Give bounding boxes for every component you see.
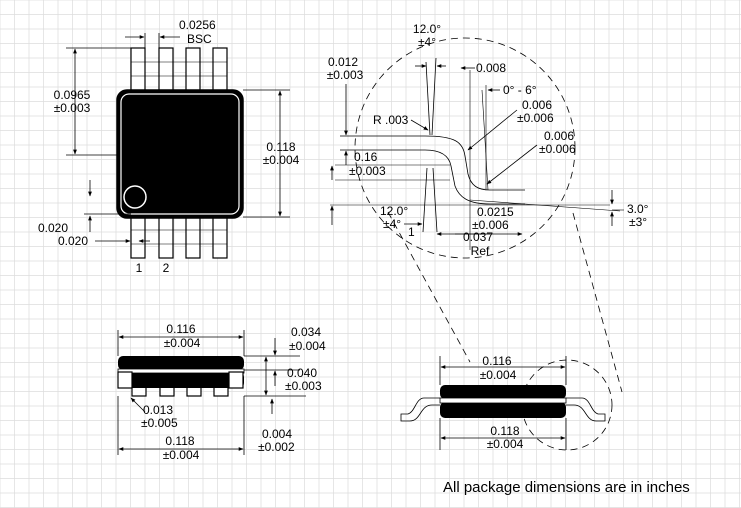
pitch-note: BSC: [187, 32, 212, 46]
radius-b-tol: ±0.006: [539, 142, 576, 156]
footprint-value: 0.037: [463, 230, 493, 244]
lead-thickness-value: 0.012: [328, 55, 358, 69]
front-height-tol: ±0.003: [285, 379, 322, 393]
side-detail-circle: [521, 359, 613, 451]
side-lead-right: [566, 397, 606, 422]
front-body-bottom: [118, 372, 244, 388]
angle-bottom-value: 12.0°: [380, 204, 408, 218]
bottom-pin: [158, 213, 174, 259]
body-width-value: 0.118: [266, 140, 295, 154]
pin1-label: 1: [136, 261, 143, 275]
lead-detail-view: 12.0° ±4° 0.012 ±0.003 0.008 0° - 6° R .…: [327, 22, 649, 393]
pin-width-value: 0.020: [38, 221, 68, 235]
front-standoff-value: 0.004: [262, 427, 292, 441]
top-pin: [158, 47, 174, 93]
side-overall-value: 0.118: [490, 424, 519, 438]
gap-value: 0.008: [476, 61, 506, 75]
bottom-pin: [130, 213, 146, 259]
top-pin: [130, 47, 146, 93]
front-body-length-value: 0.116: [166, 322, 195, 336]
package-body: [116, 89, 244, 219]
standoff-value: 0.16: [354, 150, 378, 164]
pin-length-tol: ±0.003: [54, 101, 91, 115]
bottom-pin: [185, 213, 201, 259]
front-view: 0.116 ±0.004 0.034 ±0.004 0.040 ±0.003 0…: [117, 322, 326, 462]
front-thickness-tol: ±0.004: [289, 339, 326, 353]
angle-top-value: 12.0°: [413, 22, 441, 36]
lead-profile-upper: [340, 135, 525, 191]
side-overall-tol: ±0.004: [487, 437, 524, 451]
side-lead-left: [400, 397, 440, 422]
side-body-length-value: 0.116: [482, 354, 511, 368]
lead-width-value: 0.013: [143, 403, 173, 417]
units-note: All package dimensions are in inches: [443, 479, 690, 496]
pin2-label: 2: [163, 261, 170, 275]
pin-length-value: 0.0965: [54, 88, 91, 102]
seat-angle-value: 3.0°: [627, 202, 649, 216]
detail-circle: [354, 37, 576, 259]
side-body-length-tol: ±0.004: [480, 368, 517, 382]
radius-b-value: 0.006: [544, 129, 574, 143]
lead-profile-lower: [340, 149, 525, 205]
angle-bottom-tol: ±4°: [383, 217, 401, 231]
side-body-bottom: [440, 402, 566, 418]
pin-gap-value: 0.020: [58, 234, 88, 248]
lead-angle-value: 0° - 6°: [503, 83, 537, 97]
pitch-value: 0.0256: [179, 18, 216, 32]
lead-thickness-tol: ±0.003: [327, 68, 364, 82]
front-lead-band: [117, 368, 245, 374]
bottom-pin: [212, 213, 228, 259]
radius-value: R .003: [373, 113, 409, 127]
seat-angle-tol: ±3°: [629, 215, 647, 229]
foot-length-tol: ±0.006: [472, 218, 509, 232]
angle-top-tol: ±4°: [418, 35, 436, 49]
side-view: 0.116 ±0.004 0.118 ±0.004: [400, 354, 613, 451]
front-standoff-tol: ±0.002: [258, 440, 295, 454]
top-pin: [185, 47, 201, 93]
lead-width-tol: ±0.005: [141, 416, 178, 430]
angle-bottom-suffix: 1: [408, 225, 415, 239]
front-thickness-value: 0.034: [291, 325, 321, 339]
foot-length-value: 0.0215: [477, 205, 514, 219]
footprint-note: Ref: [471, 244, 490, 258]
radius-a-tol: ±0.006: [517, 111, 554, 125]
front-body-top: [118, 356, 244, 370]
front-overall-value: 0.118: [165, 434, 194, 448]
top-pin: [212, 47, 228, 93]
package-body-edge: [120, 93, 240, 215]
body-width-tol: ±0.004: [263, 153, 300, 167]
standoff-tol: ±0.003: [349, 164, 386, 178]
front-overall-tol: ±0.004: [163, 448, 200, 462]
front-height-value: 0.040: [287, 366, 317, 380]
front-body-length-tol: ±0.004: [164, 336, 201, 350]
radius-a-value: 0.006: [522, 98, 552, 112]
pin1-marker: [123, 185, 147, 209]
top-view: 0.0256 BSC 0.0965 ±0.003 0.118 ±0.004 0.…: [38, 18, 300, 275]
side-body-top: [440, 385, 566, 399]
